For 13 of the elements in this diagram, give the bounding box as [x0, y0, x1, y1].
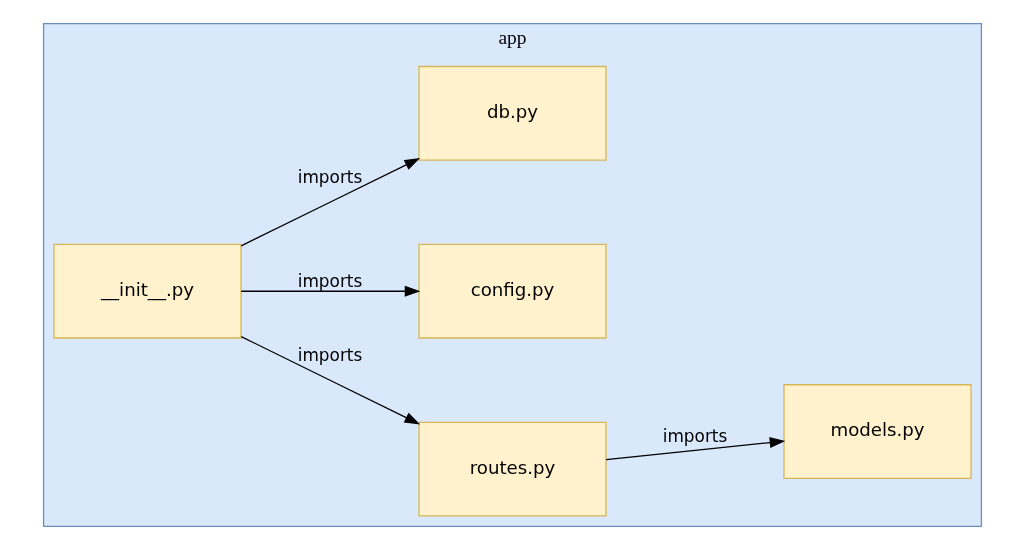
node-box: db.py — [418, 65, 607, 161]
edge-label: imports — [297, 270, 363, 291]
edge-label: imports — [297, 344, 363, 365]
node-box: routes.py — [418, 421, 607, 517]
edge-label: imports — [297, 166, 363, 187]
arrow — [605, 437, 786, 461]
edge-label: imports — [662, 426, 728, 447]
node-box: config.py — [418, 243, 607, 339]
node-box: models.py — [783, 384, 972, 479]
arrow — [240, 285, 421, 297]
arrow — [240, 158, 421, 247]
node-box: __init__.py — [53, 243, 242, 339]
arrow — [240, 335, 421, 425]
